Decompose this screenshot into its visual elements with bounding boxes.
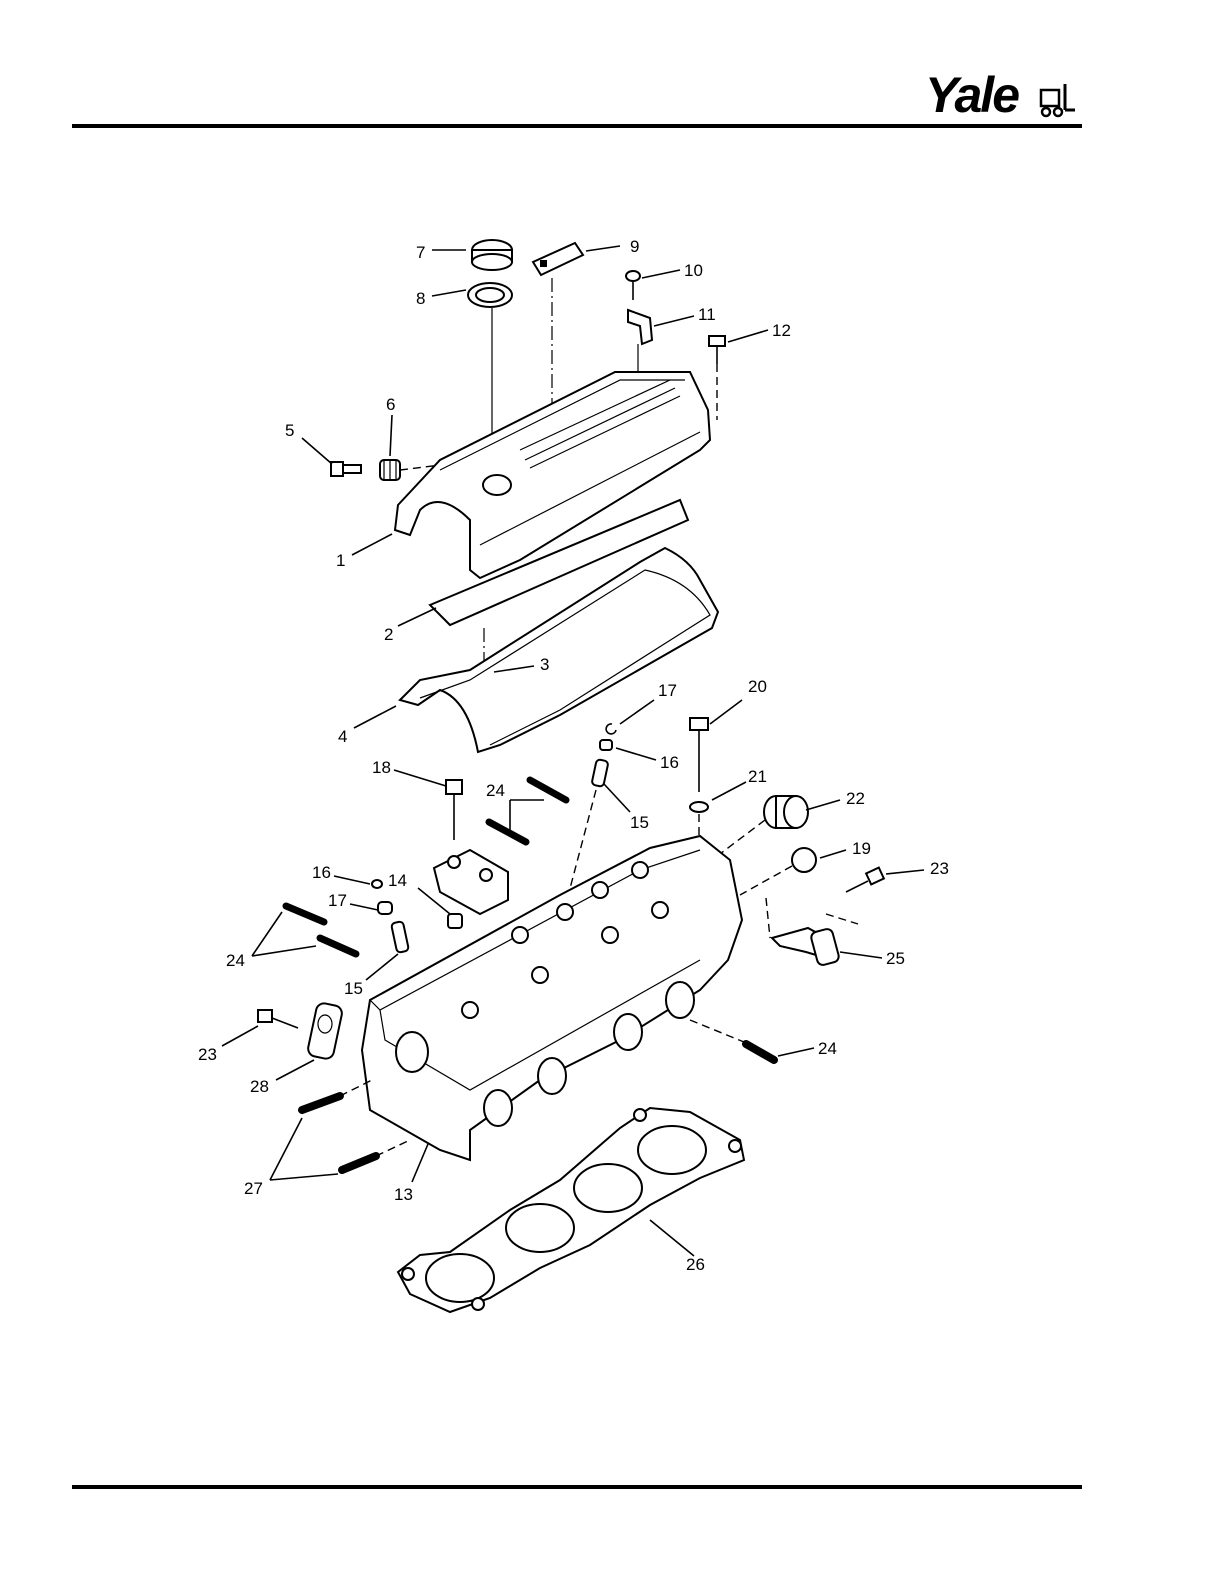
callout-6: 6 [386, 395, 395, 414]
grommet-part [380, 460, 400, 480]
bracket-gasket-part [307, 1002, 344, 1060]
callout-8: 8 [416, 289, 425, 308]
valve-keeper-upper-part [606, 724, 616, 734]
callout-9: 9 [630, 237, 639, 256]
callout-16-left: 16 [312, 863, 331, 882]
callout-24-left: 24 [226, 951, 245, 970]
filler-cap-gasket-part [468, 283, 512, 307]
stud-right-part [746, 1044, 774, 1060]
callout-20: 20 [748, 677, 767, 696]
callout-7: 7 [416, 243, 425, 262]
bracket-bolt-left-part [258, 1010, 298, 1028]
valve-seal-upper-part [600, 740, 612, 750]
callout-23-left: 23 [198, 1045, 217, 1064]
bracket-part [628, 310, 652, 344]
callout-2: 2 [384, 625, 393, 644]
callout-1: 1 [336, 551, 345, 570]
camshaft-holder-part [434, 850, 508, 914]
rocker-shaft-bolt-part [446, 780, 462, 840]
callout-19: 19 [852, 839, 871, 858]
callout-25: 25 [886, 949, 905, 968]
callout-22: 22 [846, 789, 865, 808]
valve-guide-upper-part [591, 759, 608, 787]
callout-28: 28 [250, 1077, 269, 1096]
small-plug-part [792, 848, 816, 872]
large-plug-part [764, 796, 808, 828]
callout-23-right: 23 [930, 859, 949, 878]
valve-keeper-left-part [378, 902, 392, 914]
stud-27-lower-part [342, 1156, 376, 1170]
valve-guide-left-part [391, 921, 409, 953]
callout-10: 10 [684, 261, 703, 280]
oil-filler-cap-part [472, 240, 512, 270]
callout-27: 27 [244, 1179, 263, 1198]
emission-label-part [533, 243, 583, 275]
lifting-bracket-part [772, 928, 840, 967]
head-bolt-washer-part [690, 802, 708, 812]
cover-bolt-part [709, 336, 725, 364]
callout-11: 11 [698, 305, 716, 324]
callout-21: 21 [748, 767, 767, 786]
callout-17-left: 17 [328, 891, 347, 910]
callout-17-upper: 17 [658, 681, 677, 700]
callout-15-upper: 15 [630, 813, 649, 832]
valve-lifter-part [448, 914, 462, 928]
valve-cover-gasket-part [400, 548, 718, 752]
head-bolt-part [690, 718, 708, 792]
valve-cover-part [395, 372, 710, 578]
callout-16-upper: 16 [660, 753, 679, 772]
callout-26: 26 [686, 1255, 705, 1274]
stud-27-upper-part [302, 1096, 340, 1110]
bracket-bolt-right-part [846, 868, 884, 892]
callout-12: 12 [772, 321, 791, 340]
stud-upper-a-part [530, 780, 566, 800]
callout-14: 14 [388, 871, 407, 890]
valve-seal-left-part [372, 880, 382, 888]
stud-left-b-part [320, 938, 356, 954]
bracket-bolt-part [626, 271, 640, 300]
callout-5: 5 [285, 421, 294, 440]
stud-left-a-part [286, 906, 324, 922]
callout-18: 18 [372, 758, 391, 777]
stud-upper-b-part [489, 822, 526, 842]
callout-3: 3 [540, 655, 549, 674]
callout-4: 4 [338, 727, 347, 746]
callout-13: 13 [394, 1185, 413, 1204]
callout-24-upper: 24 [486, 781, 505, 800]
breather-fitting-part [331, 462, 361, 476]
callout-24-right: 24 [818, 1039, 837, 1058]
callout-15-lower: 15 [344, 979, 363, 998]
